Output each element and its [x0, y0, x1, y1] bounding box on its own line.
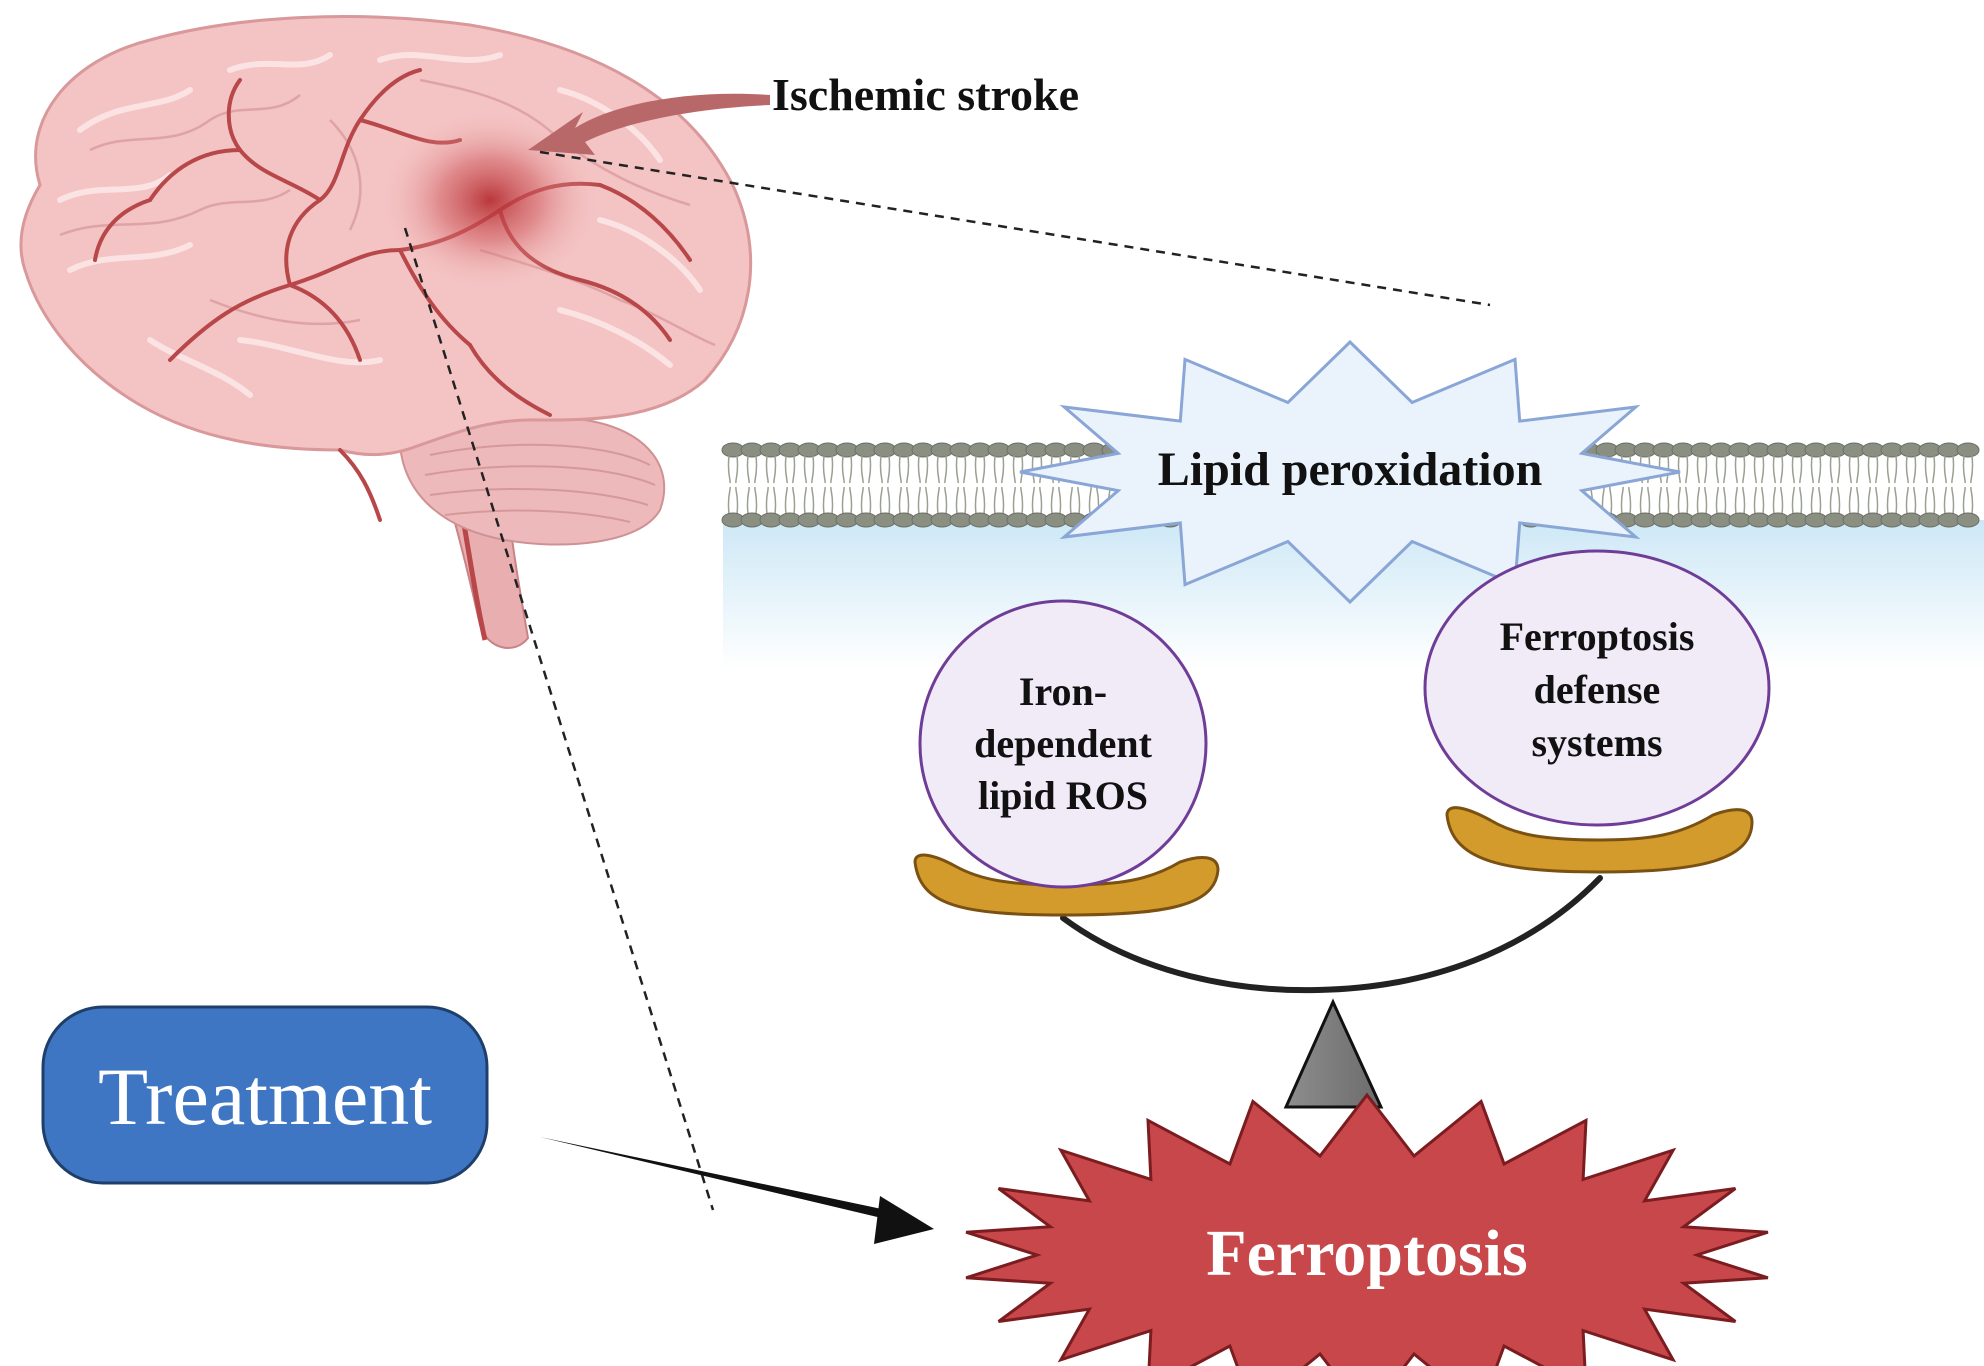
ferroptosis-burst: Ferroptosis [965, 1092, 1769, 1366]
lipid-tail [1962, 455, 1974, 515]
lipid-tail [822, 455, 834, 515]
treatment-label: Treatment [98, 1051, 432, 1142]
defense-label-line1: Ferroptosis [1500, 614, 1695, 659]
lipid-tail [860, 455, 872, 515]
lipid-head [1956, 512, 1980, 528]
lipid-head [1956, 442, 1980, 458]
lipid-tail [955, 455, 967, 515]
treatment-arrow-shaft [540, 1137, 896, 1221]
fulcrum [1283, 998, 1384, 1109]
lipid-tail [974, 455, 986, 515]
stroke-arrow [528, 93, 770, 155]
lipid-peroxidation-burst: Lipid peroxidation [1019, 339, 1681, 605]
lipid-tail [1943, 455, 1955, 515]
lipid-tail [841, 455, 853, 515]
treatment-arrow [540, 1137, 934, 1244]
ischemic-stroke-label: Ischemic stroke [772, 69, 1079, 120]
zoom-line-bottom [403, 227, 715, 1211]
lipid-tail [1696, 455, 1708, 515]
lipid-tail [784, 455, 796, 515]
lipid-tail [1848, 455, 1860, 515]
lipid-tail [1031, 455, 1043, 515]
treatment-arrow-head [874, 1196, 934, 1244]
treatment-box: Treatment [41, 1005, 489, 1185]
zoom-line-top [539, 150, 1491, 307]
scale-beam [1060, 875, 1603, 994]
lipid-tail [746, 455, 758, 515]
lipid-tail [1924, 455, 1936, 515]
lipid-tail [1772, 455, 1784, 515]
lipid-tail [1658, 455, 1670, 515]
lipid-tail [898, 455, 910, 515]
lipid-tail [1012, 455, 1024, 515]
lipid-tail [1734, 455, 1746, 515]
right-pan [1445, 806, 1754, 874]
iron-ros-circle [918, 599, 1208, 889]
iron-ros-label-line1: Iron- [1019, 669, 1107, 714]
lipid-burst-shape [1019, 339, 1681, 605]
iron-ros-label-line3: lipid ROS [978, 773, 1148, 818]
lipid-tail [1791, 455, 1803, 515]
defense-label-line2: defense [1534, 667, 1661, 712]
ferroptosis-burst-shape [965, 1092, 1769, 1366]
lipid-tail [1905, 455, 1917, 515]
balance-scale: Iron- dependent lipid ROS Ferroptosis de… [913, 549, 1771, 1109]
iron-ros-label-line2: dependent [974, 721, 1152, 766]
lipid-tail [1886, 455, 1898, 515]
defense-label-line3: systems [1531, 720, 1662, 765]
lipid-tail [879, 455, 891, 515]
lipid-tail [1810, 455, 1822, 515]
treatment-rect [41, 1005, 489, 1185]
lipid-tail [1829, 455, 1841, 515]
lipid-tail [803, 455, 815, 515]
defense-systems-circle [1423, 549, 1771, 827]
ferroptosis-label: Ferroptosis [1206, 1217, 1527, 1290]
lipid-tail [1753, 455, 1765, 515]
lipid-tail [1867, 455, 1879, 515]
lipid-tail [993, 455, 1005, 515]
lipid-tail [1715, 455, 1727, 515]
lipid-tail [1677, 455, 1689, 515]
lipid-tail [936, 455, 948, 515]
lipid-tail [727, 455, 739, 515]
ischemic-lesion [380, 110, 600, 290]
lipid-peroxidation-label: Lipid peroxidation [1158, 443, 1543, 496]
cerebellum-folds [424, 443, 656, 523]
lipid-tail [765, 455, 777, 515]
lipid-tail [917, 455, 929, 515]
